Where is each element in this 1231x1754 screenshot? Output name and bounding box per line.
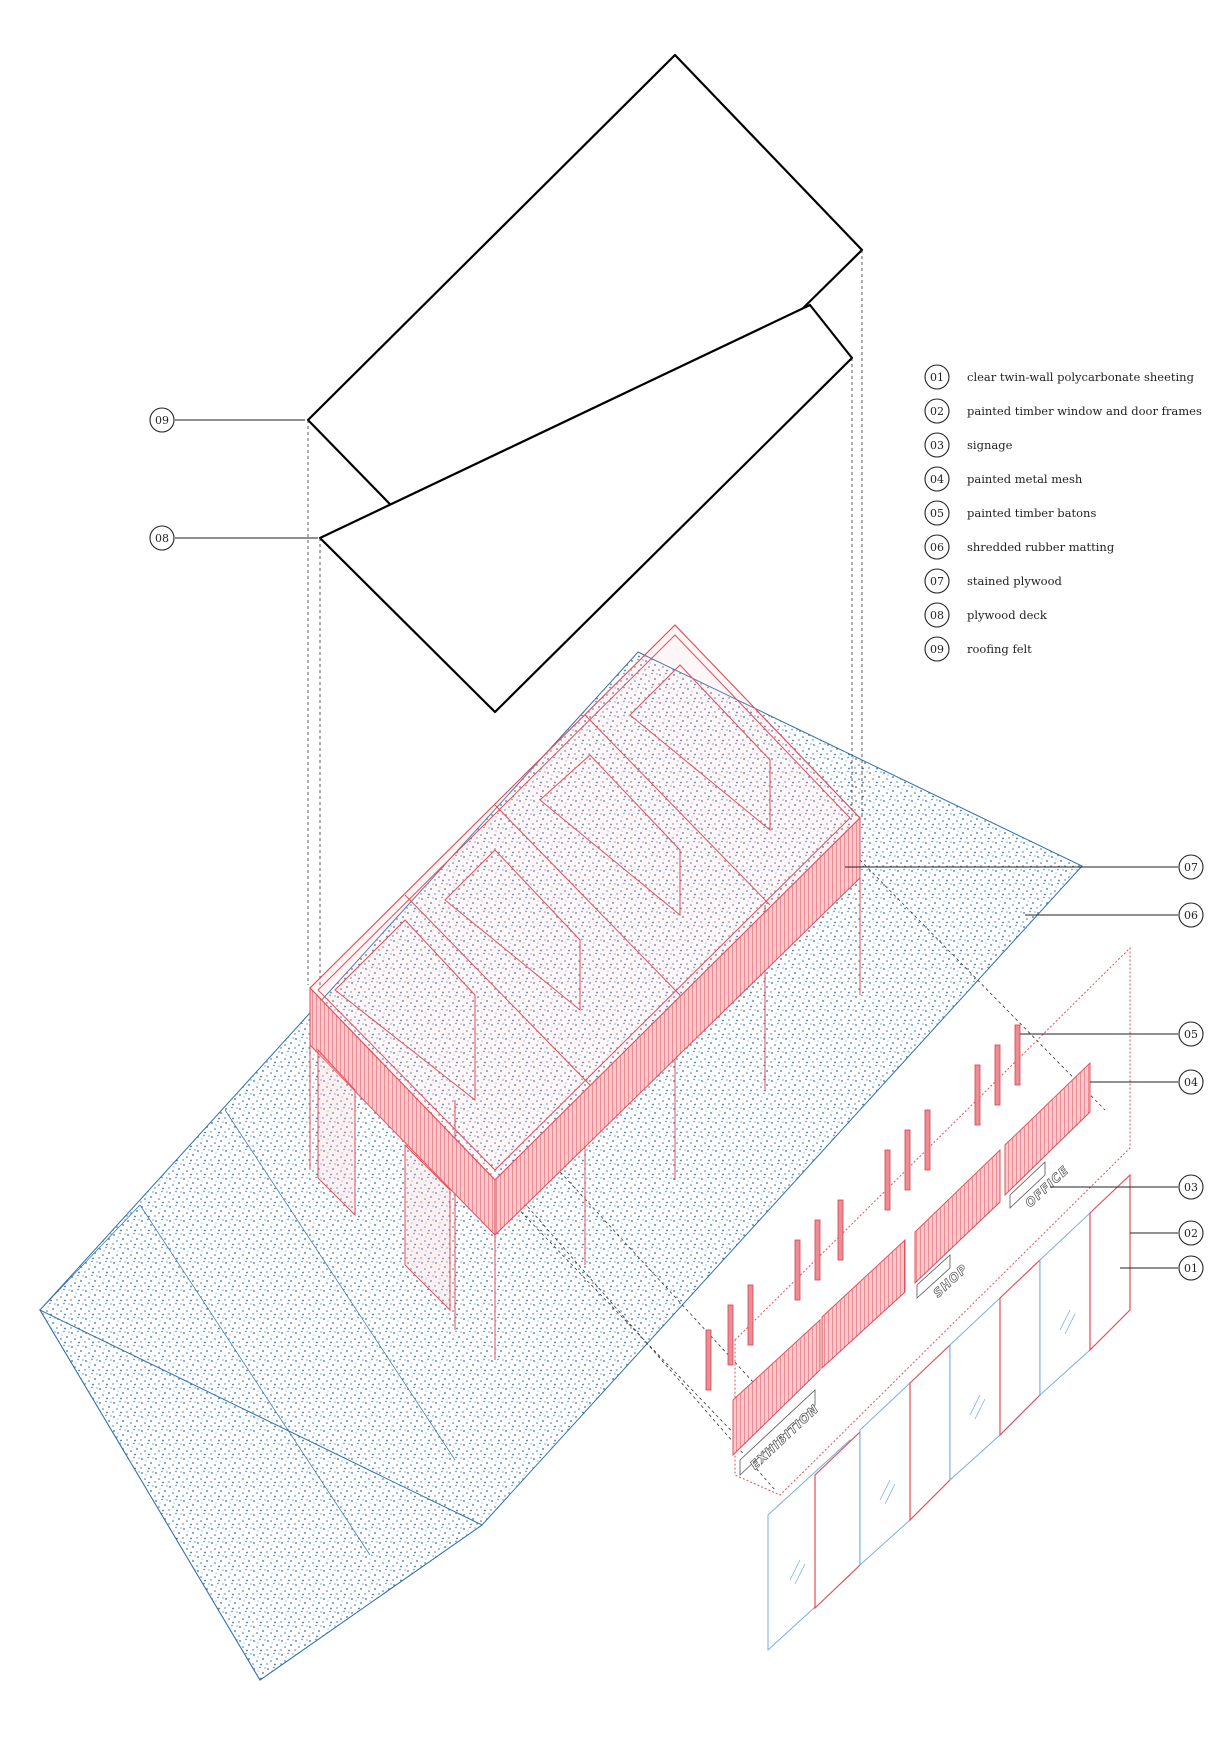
legend-number: 09: [930, 643, 944, 656]
legend-number-circle: [924, 534, 950, 560]
callout-01-label: 01: [1184, 1262, 1198, 1275]
callout-02: 02: [1130, 1220, 1204, 1246]
callout-01: 01: [1120, 1255, 1204, 1281]
legend-number-circle: [924, 602, 950, 628]
legend-number-circle: [924, 432, 950, 458]
callout-09-label: 09: [155, 414, 169, 427]
legend-item: 08 plywood deck: [924, 602, 1048, 628]
legend-item: 05 painted timber batons: [924, 500, 1096, 526]
legend-item: 07 stained plywood: [924, 568, 1063, 594]
legend-label: painted timber batons: [967, 506, 1096, 520]
callout-04: 04: [1090, 1069, 1204, 1095]
legend-label: stained plywood: [967, 574, 1063, 588]
callout-06: 06: [1025, 902, 1204, 928]
legend-number: 06: [930, 541, 944, 554]
legend-number: 01: [930, 371, 944, 384]
legend-label: shredded rubber matting: [967, 540, 1115, 554]
legend-number: 02: [930, 405, 944, 418]
legend-number: 05: [930, 507, 944, 520]
legend-item: 09 roofing felt: [924, 636, 1032, 662]
legend-label: painted metal mesh: [967, 472, 1083, 486]
legend-item: 04 painted metal mesh: [924, 466, 1083, 492]
callout-07-label: 07: [1184, 861, 1198, 874]
legend-item: 06 shredded rubber matting: [924, 534, 1115, 560]
legend-number-circle: [924, 636, 950, 662]
facade-assembly: [705, 946, 1131, 1652]
legend: 01 clear twin-wall polycarbonate sheeting…: [924, 364, 1202, 662]
callout-08-label: 08: [155, 532, 169, 545]
callout-06-label: 06: [1184, 909, 1198, 922]
legend-label: signage: [967, 438, 1013, 452]
callout-08: 08: [149, 525, 318, 551]
legend-item: 03 signage: [924, 432, 1013, 458]
callout-03-label: 03: [1184, 1181, 1198, 1194]
legend-number-circle: [924, 398, 950, 424]
callout-05-label: 05: [1184, 1028, 1198, 1041]
legend-label: painted timber window and door frames: [967, 404, 1202, 418]
callout-09: 09: [149, 407, 305, 433]
projection-lines: [307, 250, 1106, 1491]
legend-item: 02 painted timber window and door frames: [924, 398, 1202, 424]
legend-number-circle: [924, 500, 950, 526]
callout-07: 07: [845, 854, 1204, 880]
legend-label: plywood deck: [967, 608, 1048, 622]
callout-02-label: 02: [1184, 1227, 1198, 1240]
legend-number-circle: [924, 466, 950, 492]
callout-05: 05: [1020, 1021, 1204, 1047]
callout-04-label: 04: [1184, 1076, 1198, 1089]
legend-number-circle: [924, 568, 950, 594]
timber-frame-structure: [309, 624, 861, 1360]
legend-number: 08: [930, 609, 944, 622]
legend-number: 04: [930, 473, 944, 486]
callout-03: 03: [1050, 1174, 1204, 1200]
legend-item: 01 clear twin-wall polycarbonate sheeting: [924, 364, 1195, 390]
legend-number: 03: [930, 439, 944, 452]
legend-number-circle: [924, 364, 950, 390]
legend-label: clear twin-wall polycarbonate sheeting: [967, 370, 1195, 384]
legend-label: roofing felt: [967, 642, 1032, 656]
legend-number: 07: [930, 575, 944, 588]
